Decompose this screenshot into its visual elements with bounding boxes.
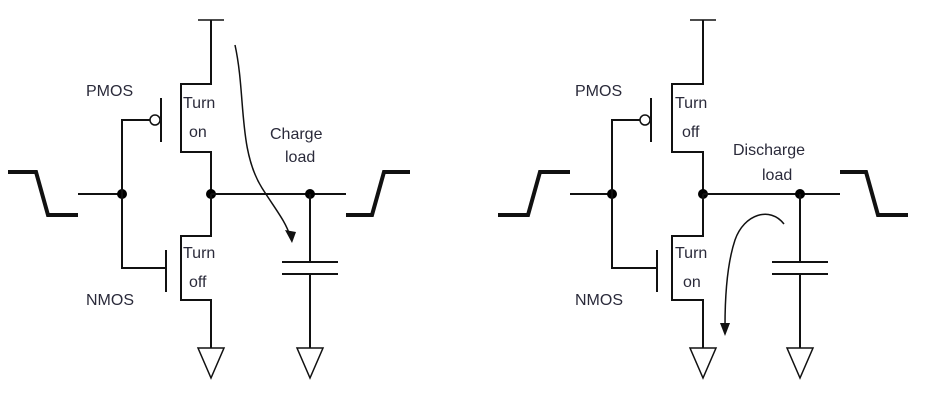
right-input-waveform	[498, 170, 570, 217]
right-nmos-channel	[671, 194, 704, 348]
left-output-waveform	[346, 170, 410, 217]
right-pmos-state-line1: Turn	[675, 95, 707, 112]
left-nmos-channel	[180, 194, 212, 348]
left-pmos-label: PMOS	[86, 83, 133, 100]
right-pmos-state-line2: off	[682, 124, 700, 141]
right-pmos-channel	[671, 64, 704, 194]
left-nmos-state-line2: off	[189, 274, 207, 291]
left-charge-arrow	[234, 44, 291, 237]
left-charge-arrowhead	[285, 230, 296, 243]
right-nmos-state-line1: Turn	[675, 245, 707, 262]
right-load-line1: Discharge	[733, 142, 805, 159]
right-pmos-gate-bubble	[639, 114, 651, 126]
left-nmos-ground-icon	[196, 347, 226, 380]
right-discharge-arrowhead	[720, 323, 730, 336]
right-nmos-state-line2: on	[683, 274, 701, 291]
right-cap-ground-icon	[785, 347, 815, 380]
right-nmos-gate-wire	[611, 194, 657, 269]
left-cap-ground-icon	[295, 347, 325, 380]
right-discharge-arrow	[724, 213, 785, 327]
right-nmos-ground-icon	[688, 347, 718, 380]
left-nmos-state-line1: Turn	[183, 245, 215, 262]
left-circuit: PMOS NMOS Turn on Turn off Charge load	[8, 19, 410, 380]
left-pmos-state-line1: Turn	[183, 95, 215, 112]
left-pmos-gate-bubble	[149, 114, 161, 126]
right-load-line2: load	[762, 167, 792, 184]
left-nmos-gate-wire	[121, 194, 166, 269]
left-input-waveform	[8, 170, 78, 217]
right-circuit: PMOS NMOS Turn off Turn on Discharge loa…	[498, 19, 908, 380]
left-pmos-state-line2: on	[189, 124, 207, 141]
left-nmos-label: NMOS	[86, 292, 134, 309]
right-pmos-label: PMOS	[575, 83, 622, 100]
left-pmos-gate-wire	[121, 119, 150, 194]
left-load-line2: load	[285, 149, 315, 166]
left-pmos-channel	[180, 64, 212, 194]
left-load-line1: Charge	[270, 126, 323, 143]
right-output-waveform	[840, 170, 908, 217]
right-nmos-label: NMOS	[575, 292, 623, 309]
right-pmos-gate-wire	[611, 119, 640, 194]
